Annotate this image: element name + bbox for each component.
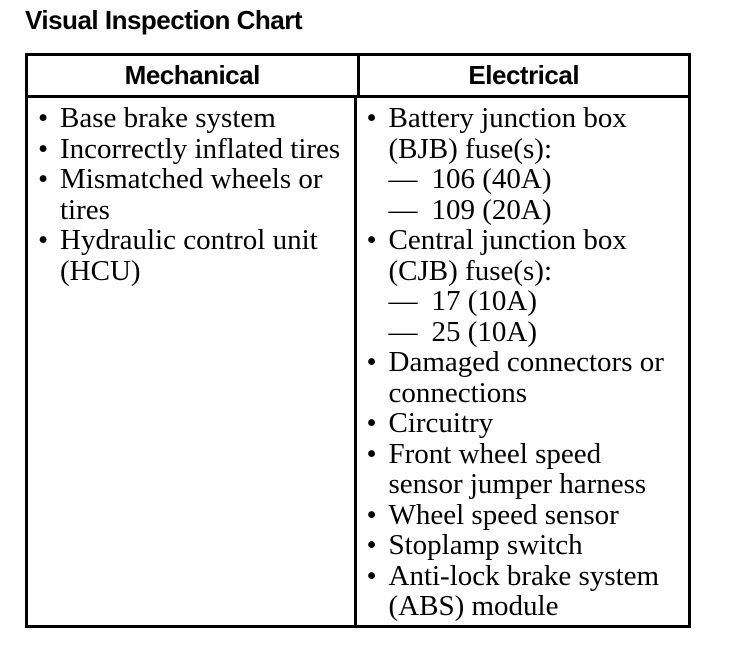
bullet-icon: • bbox=[366, 102, 377, 134]
list-item-text: Wheel speed sensor bbox=[388, 498, 619, 531]
sub-list-item-text: 17 (10A) bbox=[431, 285, 538, 317]
list-item-text: Mismatched wheels or tires bbox=[60, 163, 323, 226]
bullet-icon: • bbox=[366, 529, 377, 561]
list-item: • Incorrectly inflated tires bbox=[38, 132, 352, 165]
list-item: • Damaged connectors or connections bbox=[367, 347, 681, 408]
sub-list-item: — 109 (20A) bbox=[388, 193, 681, 226]
page-title: Visual Inspection Chart bbox=[25, 5, 302, 35]
bullet-icon: • bbox=[366, 224, 377, 256]
list-item-text: Circuitry bbox=[388, 407, 494, 439]
list-item-text: Central junction box (CJB) fuse(s): bbox=[388, 224, 627, 287]
dash-icon: — bbox=[388, 193, 418, 226]
sub-list-item: — 25 (10A) bbox=[388, 315, 681, 348]
list-item-text: Incorrectly inflated tires bbox=[60, 132, 341, 165]
list-item-text: Battery junction box (BJB) fuse(s): bbox=[388, 102, 627, 165]
list-item-text: Hydraulic control unit (HCU) bbox=[60, 224, 318, 287]
list-item: • Mismatched wheels or tires bbox=[38, 164, 352, 225]
bullet-icon: • bbox=[38, 163, 49, 195]
list-item-text: Damaged connectors or connections bbox=[388, 346, 664, 409]
mechanical-cell: • Base brake system • Incorrectly inflated … bbox=[28, 98, 357, 625]
electrical-cell: •Battery junction box (BJB) fuse(s):—106… bbox=[357, 98, 689, 625]
dash-icon: — bbox=[388, 163, 418, 195]
visual-inspection-table: Mechanical Electrical • Base brake system… bbox=[25, 53, 691, 628]
dash-icon: — bbox=[388, 315, 418, 348]
table-header-row: Mechanical Electrical bbox=[28, 56, 688, 98]
list-item: • Circuitry bbox=[367, 408, 681, 439]
list-item: • Base brake system bbox=[38, 103, 352, 134]
list-item: • Hydraulic control unit (HCU) bbox=[38, 225, 352, 286]
bullet-icon: • bbox=[366, 437, 377, 470]
sub-list-item-text: 25 (10A) bbox=[431, 315, 538, 348]
list-item-text: Base brake system bbox=[60, 102, 276, 134]
bullet-icon: • bbox=[38, 102, 49, 134]
table-body-row: • Base brake system • Incorrectly inflated … bbox=[28, 98, 688, 625]
sub-list-item: — 106 (40A) bbox=[389, 164, 681, 195]
bullet-icon: • bbox=[38, 224, 49, 256]
column-header-electrical: Electrical bbox=[468, 60, 580, 90]
sub-list-item: — 17 (10A) bbox=[389, 286, 681, 317]
sub-list-item-text: 109 (20A) bbox=[431, 193, 552, 226]
column-header-mechanical: Mechanical bbox=[28, 56, 360, 95]
list-item-text: Anti-lock brake system (ABS) module bbox=[388, 559, 660, 622]
list-item: • Anti-lock brake system (ABS) module bbox=[366, 559, 681, 622]
list-item: • Stoplamp switch bbox=[367, 530, 681, 561]
bullet-icon: • bbox=[38, 132, 49, 165]
list-item: • Central junction box (CJB) fuse(s): bbox=[367, 225, 681, 286]
dash-icon: — bbox=[388, 285, 418, 317]
list-item: • Battery junction box (BJB) fuse(s): bbox=[367, 103, 681, 164]
bullet-icon: • bbox=[366, 498, 377, 531]
list-item-text: Front wheel speed sensor jumper harness bbox=[388, 437, 647, 500]
list-item-text: Stoplamp switch bbox=[388, 529, 583, 561]
bullet-icon: • bbox=[366, 559, 377, 592]
list-item: • Front wheel speed sensor jumper harness bbox=[366, 437, 681, 500]
list-item: • Wheel speed sensor bbox=[366, 498, 681, 531]
bullet-icon: • bbox=[366, 407, 377, 439]
sub-list-item-text: 106 (40A) bbox=[431, 163, 552, 195]
bullet-icon: • bbox=[366, 346, 377, 378]
